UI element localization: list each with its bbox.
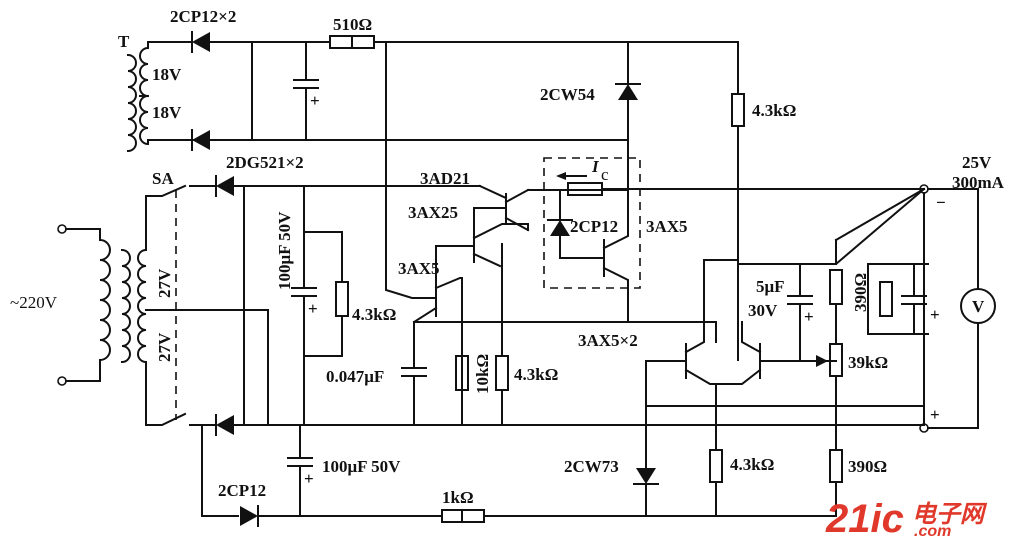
diode-2cp12-bottom: 2CP12 1kΩ [201,424,837,527]
q-3ax5x2: 3AX5×2 [578,259,837,469]
resistor-10k: 10kΩ [455,354,492,394]
sec-27v-bottom-label: 27V [155,332,174,362]
primary-winding [98,238,111,362]
resistor-1k-label: 1kΩ [442,488,474,507]
zener-2cw73: 2CW73 [564,457,659,517]
cap-5uf-label: 5μF [756,277,785,296]
watermark-logo: 21ic 电子网 .com [825,497,988,539]
diode-2dg521: 2DG521×2 [209,153,925,436]
current-limit-block: I c 2CP12 3AX5 [543,157,925,323]
resistor-10k-label: 10kΩ [473,354,492,394]
resistor-43k-top-label: 4.3kΩ [752,101,796,120]
cap-0047: 0.047μF [326,321,427,426]
cap-5uf: 5μF 30V + [748,263,814,362]
cap-100uf-bottom-label: 100μF 50V [322,457,401,476]
resistor-43k-left: 4.3kΩ [303,231,396,357]
resistor-43k-bottom-label: 4.3kΩ [730,455,774,474]
resistor-510-label: 510Ω [333,15,372,34]
sec-18v-bottom-label: 18V [152,103,182,122]
diode-2dg521-bottom-icon [216,415,234,435]
cap-100uf-top-plus: + [308,299,318,318]
diode-2cp12x2-label: 2CP12×2 [170,7,236,26]
diode-2cp12-bottom-icon [240,506,258,526]
q-3ax5x2-label: 3AX5×2 [578,331,638,350]
cap-100uf-top-label: 100μF 50V [275,211,294,290]
resistor-39k-label: 39kΩ [848,353,888,372]
watermark-com: .com [914,523,951,539]
zener-2cw54-icon [618,84,638,100]
transformer-label: T [118,32,130,51]
watermark-cn: 电子网 [912,501,988,528]
zener-inner-label: 2CP12 [570,217,618,236]
cap-100uf-bottom-plus: + [304,469,314,488]
voltmeter-label: V [972,297,985,316]
q-3ax5-left: 3AX5 [385,41,717,426]
resistor-43k-mid-label: 4.3kΩ [514,365,558,384]
mains-terminal-top [57,224,67,234]
resistor-43k-left-label: 4.3kΩ [352,305,396,324]
mains-input: ~220V [10,224,111,386]
q-3ax25-label: 3AX25 [408,203,458,222]
resistor-43k-mid: 4.3kΩ [495,243,558,426]
rc-parallel-right: + [867,263,940,335]
cap-5uf-plus: + [804,307,814,326]
q-3ad21: 3AD21 [420,169,561,233]
zener-2cw73-icon [636,468,656,484]
resistor-390-top-label: 390Ω [851,273,870,312]
output-minus-sign: − [936,193,946,212]
diode-2dg521-top-icon [216,176,234,196]
resistor-43k-top: 4.3kΩ [731,93,796,361]
rc-cap-plus: + [930,305,940,324]
diode-2dg521-label: 2DG521×2 [226,153,304,172]
ic-subscript: c [601,165,609,184]
sec-18v-top-label: 18V [152,65,182,84]
output-plus-sign: + [930,405,940,424]
cap-0047-label: 0.047μF [326,367,384,386]
output: 25V 300mA − + V [645,153,1005,433]
transformer-lower: 27V 27V [120,195,269,426]
q-3ax5-right-label: 3AX5 [646,217,688,236]
cap-30v-label: 30V [748,301,778,320]
zener-inner-icon [550,220,570,236]
switch-sa: SA [145,169,211,426]
diode-2cp12-bottom-label: 2CP12 [218,481,266,500]
watermark-21ic: 21ic [825,497,904,539]
sec-27v-top-label: 27V [155,268,174,298]
cap-100uf-bottom: + 100μF 50V [287,424,401,517]
output-voltage-label: 25V [962,153,992,172]
mains-terminal-bottom [57,376,67,386]
resistor-43k-bottom: 4.3kΩ [709,449,774,517]
output-current-label: 300mA [952,173,1005,192]
q-3ad21-label: 3AD21 [420,169,470,188]
ic-label: I [591,157,600,176]
zener-2cw73-label: 2CW73 [564,457,619,476]
resistor-390-bottom-label: 390Ω [848,457,887,476]
q-3ax25: 3AX25 [408,203,529,281]
cap-100uf-top: 100μF 50V + [275,185,318,426]
zener-2cw54: 2CW54 [540,41,641,159]
switch-sa-label: SA [152,169,174,188]
resistor-chain-right: 390Ω 39kΩ 390Ω [737,187,926,517]
mains-label: ~220V [10,293,58,312]
transformer-t: T 18V 18V [118,32,187,153]
resistor-510: 510Ω [329,15,739,95]
cap-top-plus: + [310,91,320,110]
diode-top-icon [192,32,210,52]
zener-2cw54-label: 2CW54 [540,85,595,104]
current-limit-dashed-box [543,157,641,289]
q-3ax5-left-label: 3AX5 [398,259,440,278]
